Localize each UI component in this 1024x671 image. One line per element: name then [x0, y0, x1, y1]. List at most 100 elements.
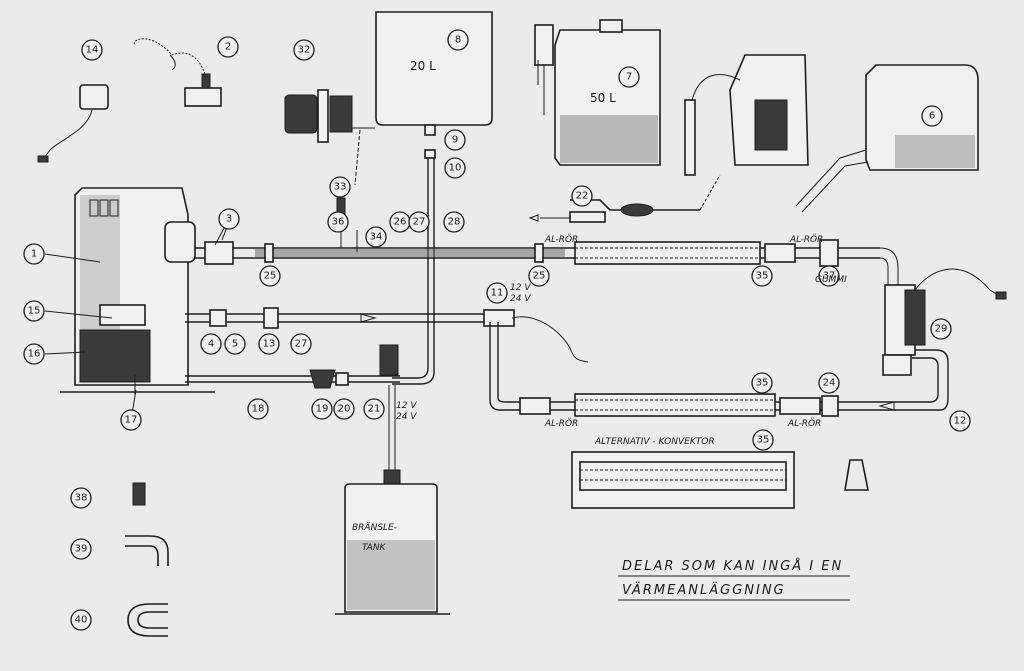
callout-part-19: 19 — [311, 398, 333, 420]
callout-circle — [70, 538, 92, 560]
caption-line2: VÄRMEANLÄGGNING — [622, 582, 786, 598]
pump-unit-drawing — [882, 268, 1007, 376]
callout-number: 7 — [626, 72, 632, 83]
callout-circle — [327, 211, 349, 233]
bottom-fuel-line — [134, 344, 400, 395]
callout-number: 5 — [232, 339, 238, 350]
voltage-24-label-b: 24 V — [396, 412, 417, 422]
callout-part-6: 6 — [921, 105, 943, 127]
callout-circle — [921, 105, 943, 127]
callout-number: 4 — [208, 339, 214, 350]
callout-part-20: 20 — [333, 398, 355, 420]
callout-number: 9 — [452, 135, 458, 146]
callout-circle — [363, 398, 385, 420]
callout-number: 28 — [448, 217, 461, 228]
callout-number: 13 — [263, 339, 276, 350]
al-ror-label-1: AL-RÖR — [544, 234, 578, 245]
callout-number: 17 — [125, 415, 138, 426]
callout-number: 3 — [226, 214, 232, 225]
fittings-drawing — [125, 482, 169, 637]
callout-part-36: 36 — [327, 211, 349, 233]
callout-number: 33 — [334, 182, 347, 193]
callout-circle — [751, 372, 773, 394]
callout-part-25b: 25 — [528, 265, 550, 287]
callout-part-5: 5 — [224, 333, 246, 355]
callout-part-2: 2 — [217, 36, 239, 58]
callout-circle — [818, 265, 840, 287]
callout-part-39: 39 — [70, 538, 92, 560]
callout-number: 34 — [370, 232, 383, 243]
callout-number: 15 — [28, 306, 41, 317]
callout-number: 18 — [252, 404, 265, 415]
callout-number: 12 — [954, 416, 967, 427]
callout-part-35c: 35 — [752, 429, 774, 451]
callout-part-14: 14 — [81, 39, 103, 61]
tank-50l-label: 50 L — [590, 91, 616, 105]
callout-part-40: 40 — [70, 609, 92, 631]
callout-part-37: 37 — [818, 265, 840, 287]
callout-number: 25 — [264, 271, 277, 282]
callout-circle — [259, 265, 281, 287]
callout-circle — [120, 409, 142, 431]
callout-number: 6 — [929, 111, 935, 122]
callout-number: 24 — [823, 378, 836, 389]
callout-part-1: 1 — [23, 243, 45, 265]
callout-part-12: 12 — [949, 410, 971, 432]
callout-circle — [258, 333, 280, 355]
callout-number: 22 — [576, 191, 589, 202]
callout-circle — [528, 265, 550, 287]
callout-circle — [290, 333, 312, 355]
callout-circle — [70, 609, 92, 631]
callout-number: 11 — [491, 288, 504, 299]
callout-circle — [949, 410, 971, 432]
lower-loop-pipe — [489, 322, 949, 417]
callout-number: 10 — [449, 163, 462, 174]
callout-number: 1 — [31, 249, 37, 260]
callout-part-18: 18 — [247, 398, 269, 420]
callout-number: 38 — [75, 493, 88, 504]
callout-circle — [571, 185, 593, 207]
callout-circle — [224, 333, 246, 355]
callout-number: 35 — [756, 378, 769, 389]
callout-number: 29 — [935, 324, 948, 335]
callout-part-4: 4 — [200, 333, 222, 355]
callout-circle — [752, 429, 774, 451]
callout-number: 27 — [413, 217, 426, 228]
callout-circle — [751, 265, 773, 287]
callout-number: 8 — [455, 35, 461, 46]
callout-circle — [444, 129, 466, 151]
middle-pipe — [185, 307, 589, 363]
canister-50l-drawing — [534, 19, 661, 166]
callout-number: 21 — [368, 404, 381, 415]
fuel-tank-label-line2: TANK — [362, 543, 387, 553]
callout-circle — [444, 157, 466, 179]
callout-circle — [930, 318, 952, 340]
callout-number: 20 — [338, 404, 351, 415]
callout-part-28: 28 — [443, 211, 465, 233]
voltage-12-label-a: 12 V — [510, 283, 531, 293]
gummi-label: GUMMI — [815, 275, 847, 285]
voltage-24-label-a: 24 V — [510, 294, 531, 304]
al-ror-label-3: AL-RÖR — [544, 418, 578, 429]
callout-circle — [293, 39, 315, 61]
callout-number: 32 — [298, 45, 311, 56]
callout-circle — [247, 398, 269, 420]
callout-circle — [23, 243, 45, 265]
heater-drawing — [60, 187, 215, 393]
alt-convector-drawing — [571, 451, 869, 509]
callout-part-15: 15 — [23, 300, 45, 322]
callout-circle — [311, 398, 333, 420]
callout-circle — [200, 333, 222, 355]
callout-part-27b: 27 — [290, 333, 312, 355]
callout-circle — [218, 208, 240, 230]
fuel-tank-drawing — [335, 385, 450, 615]
callout-part-27a: 27 — [408, 211, 430, 233]
callout-number: 25 — [533, 271, 546, 282]
callout-part-3: 3 — [218, 208, 240, 230]
callout-number: 27 — [295, 339, 308, 350]
callout-circle — [329, 176, 351, 198]
callout-circle — [618, 66, 640, 88]
callout-circle — [217, 36, 239, 58]
